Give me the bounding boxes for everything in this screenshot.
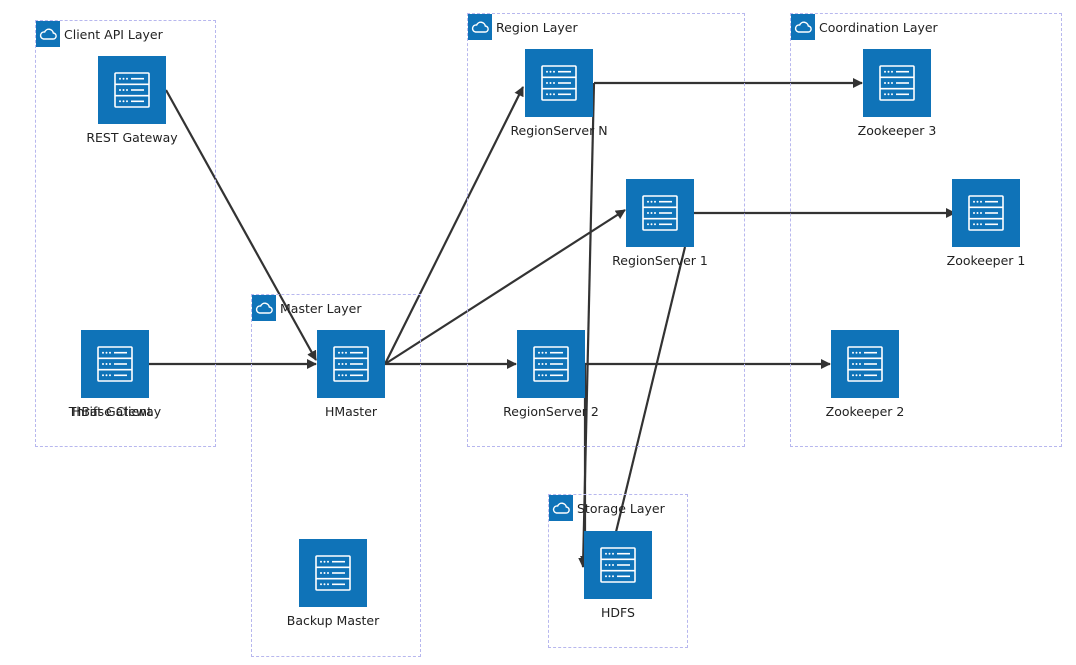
group-title-storage-layer: Storage Layer xyxy=(577,500,665,516)
cloud-icon xyxy=(549,495,573,521)
group-region-layer: Region Layer xyxy=(467,13,745,447)
node-label-thrift-gateway: Thrift Gateway xyxy=(68,404,162,419)
node-label-regionserver-n: RegionServer N xyxy=(510,123,608,138)
node-zookeeper-3[interactable]: Zookeeper 3 xyxy=(832,49,962,139)
server-icon xyxy=(81,330,149,398)
node-label-hbase-client: HBase Client xyxy=(72,404,152,419)
edge-hmaster-to-regionserver-n xyxy=(384,86,524,365)
server-icon xyxy=(952,179,1020,247)
node-regionserver-1[interactable]: RegionServer 1 xyxy=(595,179,725,269)
server-icon xyxy=(831,330,899,398)
cloud-icon xyxy=(252,295,276,321)
node-regionserver-2[interactable]: RegionServer 2 xyxy=(486,330,616,420)
node-label-backup-master: Backup Master xyxy=(286,613,380,628)
group-client-api-layer: Client API Layer xyxy=(35,20,216,447)
node-backup-master[interactable]: Backup Master xyxy=(268,539,398,629)
server-icon xyxy=(525,49,593,117)
server-icon xyxy=(299,539,367,607)
group-title-client-api-layer: Client API Layer xyxy=(64,26,163,42)
edge-rest-to-hmaster xyxy=(165,89,317,361)
cloud-icon xyxy=(791,14,815,40)
node-label-hmaster: HMaster xyxy=(324,404,378,419)
edge-hmaster-to-regionserver-1 xyxy=(384,209,626,365)
cloud-icon xyxy=(36,21,60,47)
server-icon xyxy=(863,49,931,117)
node-rest-gateway[interactable]: REST Gateway xyxy=(67,56,197,146)
node-hmaster[interactable]: HMaster xyxy=(286,330,416,420)
node-label-regionserver-2: RegionServer 2 xyxy=(503,404,599,419)
group-title-region-layer: Region Layer xyxy=(496,19,578,35)
group-storage-layer: Storage Layer xyxy=(548,494,688,648)
group-coordination-layer: Coordination Layer xyxy=(790,13,1062,447)
group-title-coordination-layer: Coordination Layer xyxy=(819,19,938,35)
node-label-regionserver-1: RegionServer 1 xyxy=(612,253,708,268)
group-master-layer: Master Layer xyxy=(251,294,421,657)
node-hdfs[interactable]: HDFS xyxy=(553,531,683,621)
node-label-zookeeper-1: Zookeeper 1 xyxy=(946,253,1026,268)
node-thrift-gateway[interactable]: Thrift Gateway HBase Client xyxy=(50,330,180,420)
group-title-master-layer: Master Layer xyxy=(280,300,362,316)
node-zookeeper-1[interactable]: Zookeeper 1 xyxy=(921,179,1051,269)
node-label-hdfs: HDFS xyxy=(601,605,635,620)
node-label-zookeeper-3: Zookeeper 3 xyxy=(857,123,937,138)
node-regionserver-n[interactable]: RegionServer N xyxy=(494,49,624,139)
server-icon xyxy=(517,330,585,398)
node-label-zookeeper-2: Zookeeper 2 xyxy=(825,404,905,419)
server-icon xyxy=(584,531,652,599)
server-icon xyxy=(317,330,385,398)
edge-regionserver-1-to-hdfs xyxy=(605,246,687,566)
cloud-icon xyxy=(468,14,492,40)
server-icon xyxy=(626,179,694,247)
node-label-rest-gateway: REST Gateway xyxy=(86,130,178,145)
server-icon xyxy=(98,56,166,124)
node-zookeeper-2[interactable]: Zookeeper 2 xyxy=(800,330,930,420)
